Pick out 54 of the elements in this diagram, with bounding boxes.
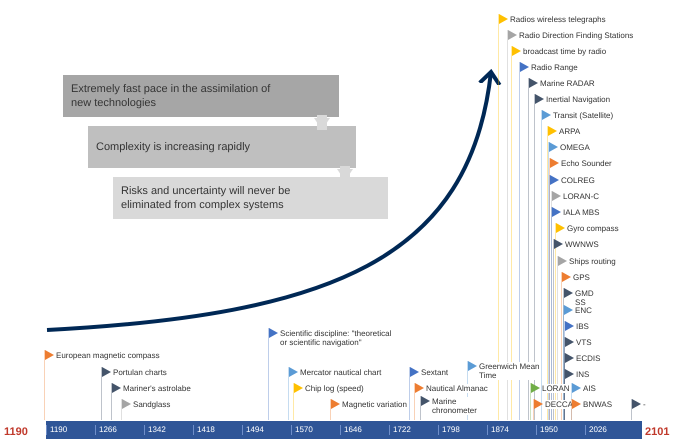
milestone-label: Radio Direction Finding Stations [519,31,634,40]
milestone-label: Echo Sounder [561,159,612,168]
milestone-label: Magnetic variation [342,400,407,409]
milestone-label: Gyro compass [567,224,619,233]
year-tick: 1190 [46,425,68,435]
year-tick: 1722 [389,425,411,435]
year-tick: 1418 [193,425,215,435]
milestone-label: Mercator nautical chart [300,368,382,377]
milestone-label: Transit (Satellite) [553,111,614,120]
year-tick: 1646 [340,425,362,435]
text-box: Complexity is increasing rapidly [88,126,356,168]
milestone-label: European magnetic compass [56,351,160,360]
milestone-label: broadcast time by radio [523,47,606,56]
year-tick: 1874 [487,425,509,435]
milestone-label: IALA MBS [563,208,600,217]
end-year: 2101 [645,425,670,439]
milestone-label: VTS [576,338,592,347]
milestone-label: COLREG [561,176,595,185]
milestone-label: Sextant [421,368,448,377]
year-tick: 1494 [242,425,264,435]
milestone-label: AIS [583,384,596,393]
down-arrow [314,115,330,130]
milestone-label: Marine RADAR [540,79,595,88]
milestone-label: ECDIS [576,354,600,363]
text-box: Risks and uncertainty will never be eliminated from complex systems [113,177,388,219]
year-tick: 1570 [291,425,313,435]
milestone-label: Nautical Almanac [426,384,488,393]
milestone-label: LORAN-C [563,192,600,201]
year-tick: 1342 [144,425,166,435]
milestone-label: GPS [573,273,590,282]
milestone-label: Greenwich Mean Time [479,362,541,380]
year-tick: 2026 [585,425,607,435]
milestone-label: BNWAS [583,400,612,409]
milestone-label: Radio Range [531,63,578,72]
milestone-label: ENC [575,306,592,315]
milestone-label: DECCA [545,400,574,409]
milestone-label: Portulan charts [113,368,167,377]
milestone-label: Mariner's astrolabe [123,384,191,393]
milestone-label: ARPA [559,127,580,136]
milestone-label: IBS [576,322,589,331]
milestone-label: INS [576,370,590,379]
milestone-label: Radios wireless telegraphs [510,15,606,24]
milestone-label: LORAN [542,384,570,393]
year-tick: 1798 [438,425,460,435]
year-tick: 1266 [95,425,117,435]
text-box: Extremely fast pace in the assimilation of new technologies [63,75,339,117]
milestone-label: Ships routing [569,257,616,266]
milestone-label: Inertial Navigation [546,95,610,104]
milestone-label: Chip log (speed) [305,384,364,393]
milestone-label: WWNWS [565,240,599,249]
milestone-label: OMEGA [560,143,590,152]
start-year: 1190 [4,425,28,439]
year-tick: 1950 [536,425,558,435]
milestone-label: Sandglass [133,400,170,409]
